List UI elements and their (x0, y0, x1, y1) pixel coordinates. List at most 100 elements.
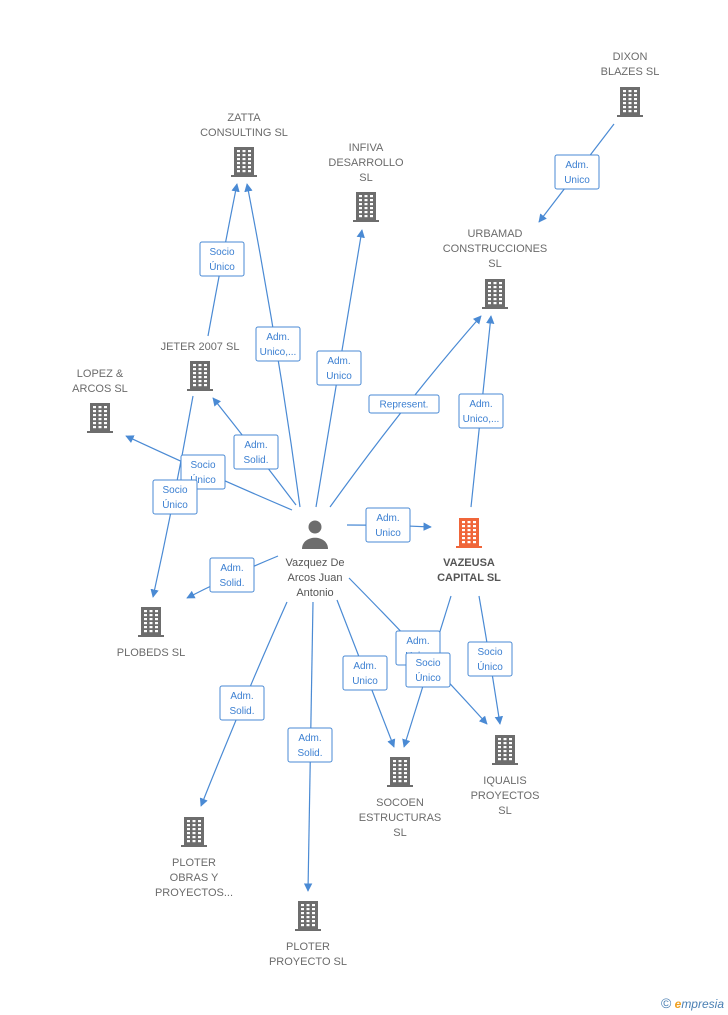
building-icon (187, 361, 213, 391)
edge-label-box (233, 434, 279, 470)
edge-label-box (255, 326, 301, 362)
edge-label-vazeusa-to-urbamad[interactable]: Adm.Unico,... (458, 393, 504, 429)
edge-label-person-to-vazeusa[interactable]: Adm.Unico (365, 507, 411, 543)
edge-label-text: Adm. (406, 636, 429, 647)
node-label: ESTRUCTURAS (359, 812, 442, 824)
edge-label-box (287, 727, 333, 763)
edge-label-person-to-ploter_proyecto[interactable]: Adm. Solid. (287, 727, 333, 763)
edge-label-box (219, 685, 265, 721)
edge-label-box (316, 350, 362, 386)
building-icon (617, 87, 643, 117)
edge-label-text: Unico,... (260, 347, 297, 358)
building-icon (87, 403, 113, 433)
edge-label-text: Adm. (244, 440, 267, 451)
edge-label-person-to-urbamad[interactable]: Represent. (368, 394, 440, 414)
edge-label-person-to-socoen[interactable]: Adm.Unico (342, 655, 388, 691)
edge-label-text: Unico (326, 371, 352, 382)
edge-label-text: Solid. (219, 578, 244, 589)
node-vazeusa[interactable]: VAZEUSA CAPITAL SL (437, 518, 501, 584)
edge-label-text: Represent. (380, 400, 429, 411)
node-label: SL (393, 827, 406, 839)
edge-label-text: Adm. (327, 356, 350, 367)
node-label: BLAZES SL (601, 66, 660, 78)
node-label: URBAMAD (467, 228, 522, 240)
node-label: OBRAS Y (170, 872, 219, 884)
brand-initial: e (674, 997, 682, 1011)
node-label: ARCOS SL (72, 383, 128, 395)
edge-label-text: Único (415, 671, 441, 684)
edge-label-text: Adm. (353, 661, 376, 672)
node-label: Arcos Juan (287, 572, 342, 584)
node-label: PLOBEDS SL (117, 647, 185, 659)
edge-label-text: Solid. (297, 748, 322, 759)
edge-label-text: Adm. (565, 160, 588, 171)
edge-label-text: Adm. (266, 332, 289, 343)
building-icon (138, 607, 164, 637)
edge-label-box (554, 154, 600, 190)
edge-label-text: Unico (564, 175, 590, 186)
edge-label-person-to-jeter[interactable]: Adm.Solid. (233, 434, 279, 470)
node-label: SL (488, 258, 501, 270)
node-plobeds[interactable]: PLOBEDS SL (117, 607, 185, 659)
node-label: PROYECTOS (471, 790, 540, 802)
edge-label-box (342, 655, 388, 691)
building-icon (456, 518, 482, 548)
edge-label-text: Adm. (376, 513, 399, 524)
building-icon (181, 817, 207, 847)
node-label: INFIVA (349, 142, 384, 154)
edge-label-box (209, 557, 255, 593)
brand-footer: © empresia (661, 995, 724, 1011)
copyright-symbol: © (660, 995, 672, 1011)
edge-label-box (152, 479, 198, 515)
building-icon (353, 192, 379, 222)
edge-label-text: Socio (162, 485, 187, 496)
edge-label-person-to-infiva[interactable]: Adm. Unico (316, 350, 362, 386)
node-dixon[interactable]: DIXON BLAZES SL (601, 51, 660, 117)
building-icon (492, 735, 518, 765)
edge-label-person-to-plobeds[interactable]: Adm.Solid. (209, 557, 255, 593)
node-label: CONSULTING SL (200, 127, 288, 139)
edge-label-text: Único (477, 660, 503, 673)
edge-label-dixon-to-urbamad[interactable]: Adm. Unico (554, 154, 600, 190)
person-icon (302, 520, 328, 549)
node-lopez[interactable]: LOPEZ & ARCOS SL (72, 368, 128, 433)
edge-label-text: Solid. (229, 706, 254, 717)
node-jeter[interactable]: JETER 2007 SL (161, 341, 240, 391)
node-label: DIXON (613, 51, 648, 63)
node-label: Antonio (296, 587, 333, 599)
node-label: Vazquez De (285, 557, 344, 569)
edge-label-box (405, 652, 451, 688)
edge-label-person-to-zatta[interactable]: Adm. Unico,... (255, 326, 301, 362)
edge-label-box (199, 241, 245, 277)
node-label: PROYECTOS... (155, 887, 233, 899)
edge-label-text: Socio (477, 647, 502, 658)
building-icon (295, 901, 321, 931)
node-label: SL (498, 805, 511, 817)
edge-label-person-to-ploter_obras[interactable]: Adm.Solid. (219, 685, 265, 721)
edge-labels-layer: Adm.UnicoSocioÚnicoAdm.Unico,...Adm.Unic… (152, 154, 600, 763)
node-label: VAZEUSA (443, 557, 495, 569)
edge-label-text: Socio (415, 658, 440, 669)
building-icon (482, 279, 508, 309)
node-label: JETER 2007 SL (161, 341, 240, 353)
edge-label-box (365, 507, 411, 543)
edge-label-text: Socio (190, 460, 215, 471)
node-label: LOPEZ & (77, 368, 124, 380)
edge-label-text: Único (209, 260, 235, 273)
edge-label-text: Único (162, 498, 188, 511)
edge-label-text: Adm. (298, 733, 321, 744)
node-label: CAPITAL SL (437, 572, 501, 584)
